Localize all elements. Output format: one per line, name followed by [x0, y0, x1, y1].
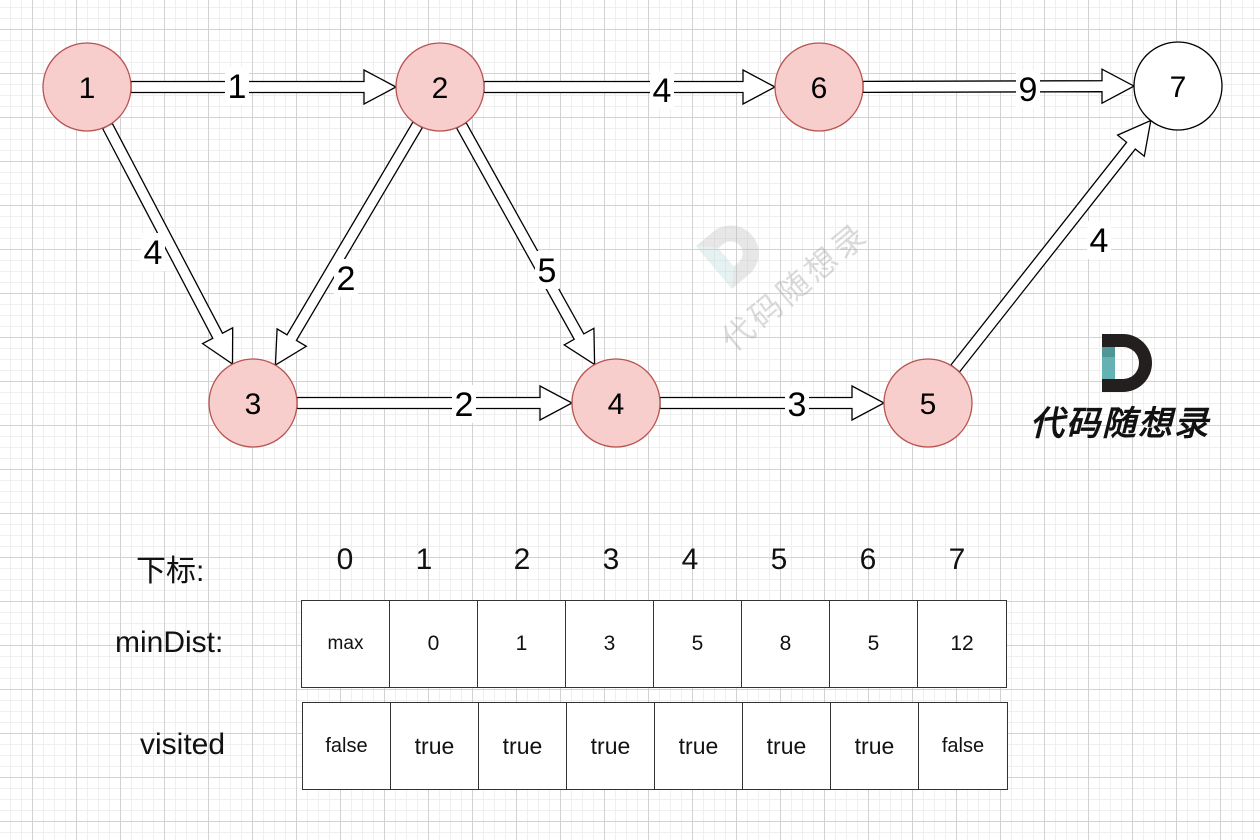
- visited-cell-7: false: [941, 734, 985, 757]
- edge-2-6: 4: [483, 68, 777, 110]
- index-2: 2: [513, 543, 531, 576]
- edge-weight-2-3: 2: [337, 260, 356, 298]
- min-dist-cell-0: max: [302, 601, 390, 687]
- edge-6-7: 9: [862, 68, 1136, 109]
- edge-1-3: 4: [101, 122, 234, 366]
- edge-weight-1-2: 1: [228, 68, 247, 106]
- index-5: 5: [770, 543, 788, 576]
- node-circle-3: [208, 358, 298, 448]
- node-2: 2: [395, 42, 485, 132]
- edge-3-4: 2: [296, 384, 574, 424]
- edge-label-bg: [452, 385, 476, 423]
- node-circle-6: [774, 42, 864, 132]
- visited-cell-2: true: [479, 703, 567, 789]
- min-dist-cell-2: 1: [478, 601, 566, 687]
- node-circle-2: [395, 42, 485, 132]
- index-0: 0: [336, 543, 354, 576]
- brand-logo: 代码随想录: [1030, 334, 1230, 444]
- edge-arrow-3-4: [296, 384, 574, 422]
- edge-weight-6-7: 9: [1019, 71, 1038, 109]
- visited-cell-3: true: [567, 703, 655, 789]
- node-label-6: 6: [811, 72, 828, 105]
- edge-arrow-6-7: [862, 68, 1136, 105]
- node-label-7: 7: [1170, 71, 1187, 104]
- edge-4-5: 3: [659, 384, 886, 424]
- edge-5-7: 4: [949, 119, 1152, 373]
- min-dist-cell-6: 5: [830, 601, 918, 687]
- edge-arrow-1-3: [101, 122, 234, 366]
- visited-cell-6: true: [831, 703, 919, 789]
- node-circle-5: [883, 358, 973, 448]
- min-dist-label: minDist:: [115, 626, 224, 659]
- edge-weight-4-5: 3: [788, 386, 807, 424]
- edge-arrow-4-5: [659, 384, 886, 422]
- node-3: 3: [208, 358, 298, 448]
- edge-2-3: 2: [274, 121, 424, 367]
- edge-1-2: 1: [130, 67, 398, 106]
- edge-weight-2-4: 5: [538, 252, 557, 290]
- edge-arrow-2-6: [483, 68, 777, 106]
- edge-label-bg: [650, 71, 674, 109]
- edge-label-bg: [1016, 70, 1040, 108]
- edge-label-bg: [334, 259, 358, 297]
- index-label: 下标:: [136, 555, 205, 588]
- edge-arrow-5-7: [949, 119, 1152, 373]
- min-dist-cell-3: 3: [566, 601, 654, 687]
- edge-arrow-1-2: [130, 68, 398, 106]
- node-label-2: 2: [432, 72, 449, 105]
- node-label-5: 5: [920, 388, 937, 421]
- edge-label-bg: [1087, 221, 1111, 259]
- edge-label-bg: [785, 385, 809, 423]
- logo-d-accent-dark: [1102, 347, 1115, 357]
- node-6: 6: [774, 42, 864, 132]
- node-circle-1: [42, 42, 132, 132]
- node-7: 7: [1133, 41, 1223, 131]
- logo-text: 代码随想录: [1030, 404, 1210, 444]
- edge-weight-2-6: 4: [653, 72, 672, 110]
- index-1: 1: [415, 543, 433, 576]
- node-label-3: 3: [245, 388, 262, 421]
- edge-weight-1-3: 4: [144, 234, 163, 272]
- node-label-4: 4: [608, 388, 625, 421]
- edge-label-bg: [141, 233, 165, 271]
- node-circle-4: [571, 358, 661, 448]
- min-dist-cell-7: 12: [950, 632, 974, 655]
- visited-label: visited: [140, 728, 226, 761]
- node-circle-7: [1133, 41, 1223, 131]
- node-4: 4: [571, 358, 661, 448]
- index-6: 6: [859, 543, 877, 576]
- node-1: 1: [42, 42, 132, 132]
- visited-cell-1: true: [391, 703, 479, 789]
- node-5: 5: [883, 358, 973, 448]
- node-label-1: 1: [79, 72, 96, 105]
- index-4: 4: [681, 543, 699, 576]
- nodes-layer: 1 2 6 7 3 4 5: [42, 41, 1223, 448]
- index-7: 7: [948, 543, 966, 576]
- edge-label-bg: [225, 67, 249, 105]
- min-dist-cell-1: 0: [390, 601, 478, 687]
- edge-label-bg: [535, 251, 559, 289]
- edge-2-4: 5: [455, 121, 596, 366]
- min-dist-cell-5: 8: [742, 601, 830, 687]
- min-dist-cell-4: 5: [654, 601, 742, 687]
- edge-arrow-2-3: [274, 121, 424, 367]
- index-3: 3: [602, 543, 620, 576]
- visited-cell-5: true: [743, 703, 831, 789]
- edge-weight-5-7: 4: [1090, 222, 1109, 260]
- edge-weight-3-4: 2: [455, 386, 474, 424]
- visited-cell-4: true: [655, 703, 743, 789]
- edge-arrow-2-4: [455, 121, 596, 366]
- visited-cell-0: false: [303, 703, 391, 789]
